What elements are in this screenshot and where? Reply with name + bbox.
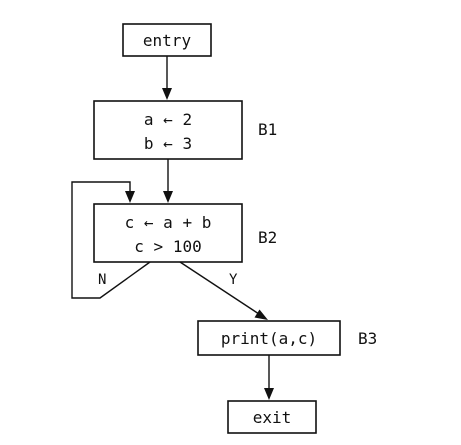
block-b3: print(a,c) xyxy=(197,320,341,356)
edge-label-yes: Y xyxy=(229,272,238,288)
b3-label: B3 xyxy=(358,329,377,348)
edge-b2-to-b3-yes xyxy=(179,261,268,320)
b1-line-2: b ← 3 xyxy=(144,134,192,153)
edge-b3-to-exit xyxy=(264,355,274,400)
edge-entry-to-b1 xyxy=(162,56,172,100)
b3-text: print(a,c) xyxy=(221,329,317,348)
exit-node: exit xyxy=(227,400,317,434)
b1-label: B1 xyxy=(258,120,277,139)
b2-label: B2 xyxy=(258,228,277,247)
edge-b2-loop-no xyxy=(71,181,151,299)
entry-node: entry xyxy=(122,23,212,57)
entry-text: entry xyxy=(143,31,192,50)
block-b2: c ← a + b c > 100 xyxy=(93,203,243,263)
b2-line-2: c > 100 xyxy=(134,237,201,256)
b2-line-1: c ← a + b xyxy=(125,213,212,232)
block-b1: a ← 2 b ← 3 xyxy=(93,100,243,160)
edge-label-no: N xyxy=(98,272,106,288)
edge-b1-to-b2 xyxy=(163,159,173,203)
exit-text: exit xyxy=(253,408,292,427)
b1-line-1: a ← 2 xyxy=(144,110,192,129)
